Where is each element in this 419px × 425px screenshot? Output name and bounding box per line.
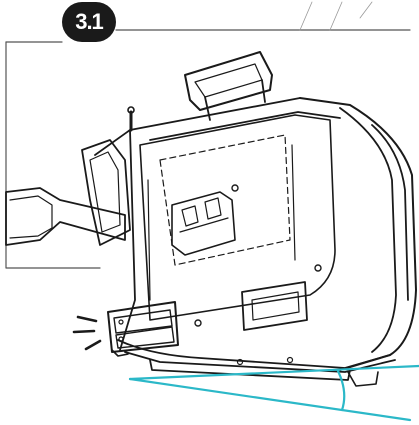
step-label: 3.1 <box>75 9 104 34</box>
step-badge: 3.1 <box>62 2 116 42</box>
background-frame <box>5 1 411 269</box>
angle-indicator <box>128 364 419 422</box>
clip-release-icon <box>72 315 102 351</box>
device-illustration <box>5 51 417 387</box>
